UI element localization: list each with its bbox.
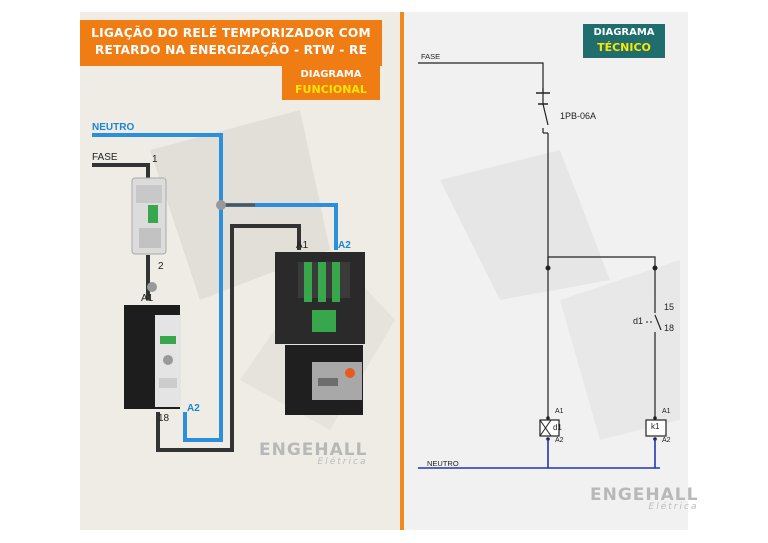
timer-terminal-18: 18 bbox=[158, 413, 170, 424]
engehall-watermark-left: ENGEHALL Elétrica bbox=[259, 440, 367, 467]
d1-timed-contact bbox=[646, 300, 662, 420]
timer-terminal-a1: A1 bbox=[141, 293, 154, 304]
technical-tag-line-2: TÉCNICO bbox=[597, 41, 651, 54]
contact-name-d1: d1 bbox=[633, 316, 644, 326]
wm-right-brand: ENGEHALL bbox=[590, 485, 699, 505]
pushbutton-label: 1PB-06A bbox=[560, 111, 597, 121]
bg-shape-4 bbox=[560, 260, 680, 440]
junction-dot-1 bbox=[216, 200, 226, 210]
technical-diagram-tag: DIAGRAMA TÉCNICO bbox=[583, 24, 665, 58]
timer-terminal-a2: A2 bbox=[187, 403, 200, 414]
functional-tag-line-2: FUNCIONAL bbox=[295, 83, 367, 96]
contactor bbox=[275, 252, 365, 415]
neutral-label: NEUTRO bbox=[92, 122, 135, 133]
engehall-watermark-right: ENGEHALL Elétrica bbox=[590, 485, 698, 512]
title-banner: LIGAÇÃO DO RELÉ TEMPORIZADOR COM RETARDO… bbox=[80, 20, 382, 66]
title-line-1: LIGAÇÃO DO RELÉ TEMPORIZADOR COM bbox=[91, 26, 371, 40]
k1-branch-wire bbox=[547, 256, 656, 300]
coil-d1 bbox=[539, 419, 560, 437]
contact-terminal-15: 15 bbox=[664, 302, 675, 312]
breaker-terminal-2: 2 bbox=[158, 261, 164, 272]
neutral-wire bbox=[92, 133, 223, 442]
contactor-terminal-a2: A2 bbox=[338, 240, 351, 251]
timer-to-contactor-wire bbox=[156, 224, 301, 452]
wm-right-sub: Elétrica bbox=[648, 502, 699, 512]
panel-divider bbox=[400, 12, 404, 530]
wm-left-sub: Elétrica bbox=[317, 457, 368, 467]
breaker-terminal-1: 1 bbox=[152, 154, 158, 165]
tech-phase-label: FASE bbox=[421, 52, 441, 61]
contactor-terminal-a1: A1 bbox=[296, 240, 309, 251]
coil-k1-label: k1 bbox=[651, 422, 660, 431]
pushbutton-symbol bbox=[536, 88, 550, 133]
phase-wire bbox=[92, 163, 150, 178]
coil-k1 bbox=[645, 419, 667, 437]
d1-a2-label: A2 bbox=[555, 437, 564, 444]
circuit-breaker bbox=[131, 177, 167, 255]
bg-shape-3 bbox=[440, 150, 610, 300]
k1-a1-label: A1 bbox=[662, 408, 671, 415]
neutral-wire-contactor bbox=[221, 203, 338, 250]
wm-left-brand: ENGEHALL bbox=[259, 440, 368, 460]
contact-terminal-18: 18 bbox=[664, 323, 675, 333]
k1-node bbox=[652, 265, 658, 271]
tech-neutral-label: NEUTRO bbox=[427, 459, 459, 468]
phase-line bbox=[418, 62, 544, 97]
d1-a1-label: A1 bbox=[555, 408, 564, 415]
junction-dot-2 bbox=[147, 282, 157, 292]
coil-d1-label: d1 bbox=[553, 423, 562, 432]
phase-label: FASE bbox=[92, 152, 118, 163]
functional-tag-line-1: DIAGRAMA bbox=[300, 69, 362, 80]
k1-a1-dot bbox=[653, 416, 657, 420]
d1-a1-dot bbox=[546, 416, 550, 420]
timer-relay bbox=[124, 305, 181, 409]
technical-tag-line-1: DIAGRAMA bbox=[593, 27, 655, 38]
title-line-2: RETARDO NA ENERGIZAÇÃO - RTW - RE bbox=[94, 43, 368, 57]
functional-diagram-tag: DIAGRAMA FUNCIONAL bbox=[282, 66, 380, 100]
k1-a2-label: A2 bbox=[662, 437, 671, 444]
